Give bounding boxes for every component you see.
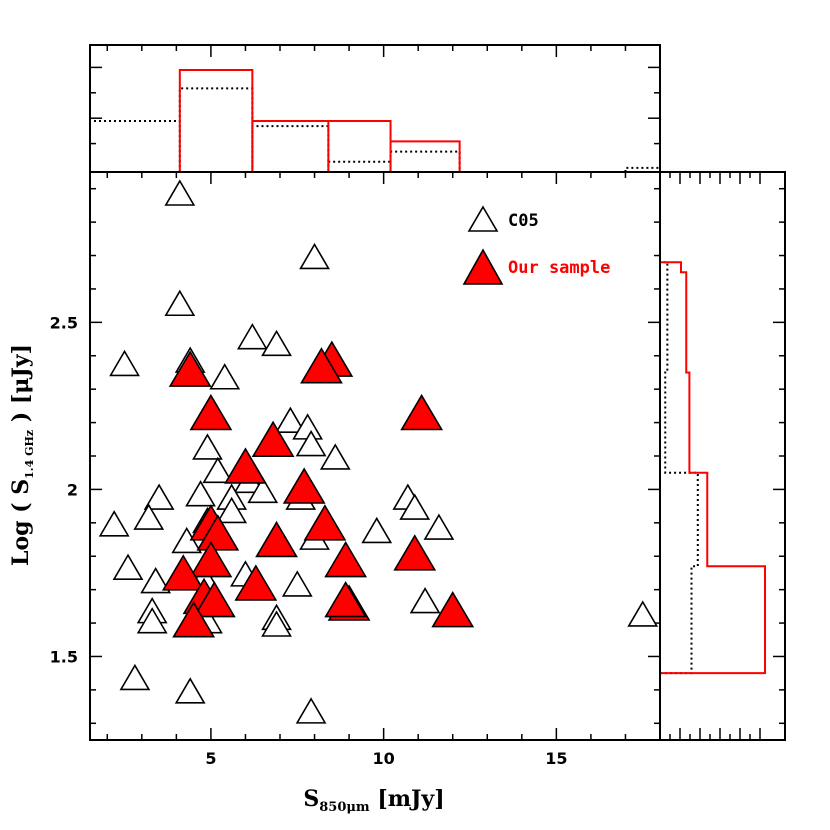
our-sample-point — [189, 393, 233, 431]
c05-point — [140, 566, 172, 594]
c05-point — [164, 289, 196, 317]
x-tick-label: 5 — [205, 749, 216, 768]
right-histogram-panel — [660, 171, 786, 741]
y-tick-label: 2.5 — [50, 313, 78, 332]
c05-point — [98, 510, 130, 537]
c05-point — [185, 480, 216, 507]
c05-point — [202, 456, 234, 484]
our-sample-point — [431, 591, 475, 628]
c05-point — [192, 433, 223, 460]
our-sample-point — [393, 534, 437, 571]
c05-point — [261, 329, 292, 357]
c05-point — [164, 179, 196, 206]
c05-point — [423, 513, 455, 540]
x-axis-label: S850μm [mJy] — [303, 786, 444, 815]
our-sample-point — [324, 540, 368, 578]
y-axis-label-pre: Log ( S — [8, 479, 34, 566]
right-histogram-frame — [660, 171, 786, 741]
top-histogram-frame — [89, 44, 661, 172]
c05-point — [399, 493, 431, 520]
c05-point — [627, 600, 659, 627]
right-histogram-c05 — [660, 261, 699, 675]
our-sample-point — [255, 520, 298, 558]
c05-point — [361, 516, 393, 544]
our-sample-point — [400, 393, 444, 431]
our-sample-point — [282, 467, 326, 504]
c05-point — [281, 570, 313, 597]
c05-point — [295, 697, 327, 724]
c05-point — [133, 503, 165, 530]
c05-point — [409, 587, 441, 614]
c05-point — [209, 363, 241, 390]
our-sample-point — [168, 350, 212, 387]
y-axis-label-post: ) [μJy] — [8, 344, 34, 430]
our-sample-point — [303, 504, 347, 541]
our-sample-point — [161, 554, 205, 591]
c05-point — [174, 677, 206, 704]
c05-point — [143, 483, 175, 510]
y-tick-label: 2 — [67, 480, 78, 499]
c05-point — [274, 406, 306, 433]
our-sample-point — [189, 540, 233, 578]
legend-marker-c05 — [467, 205, 499, 232]
c05-point — [112, 553, 144, 580]
c05-point — [109, 349, 140, 377]
y-axis-label-sub: 1.4 GHz — [23, 430, 36, 479]
y-axis-label: Log ( S1.4 GHz ) [μJy] — [8, 344, 36, 566]
x-axis-label-sub: 850μm — [319, 800, 370, 815]
legend-marker-our-sample — [462, 248, 504, 285]
top-histogram-c05 — [89, 87, 661, 172]
c05-point — [119, 663, 151, 691]
c05-point — [295, 429, 327, 457]
y-tick-label: 1.5 — [50, 647, 78, 666]
our-sample-point — [324, 581, 368, 618]
top-histogram-panel — [89, 44, 661, 172]
x-axis-label-main: S — [303, 786, 319, 812]
axis-labels: S850μm [mJy] Log ( S1.4 GHz ) [μJy] — [8, 344, 445, 815]
c05-point — [216, 496, 248, 524]
our-sample-point — [196, 514, 240, 551]
c05-point — [247, 476, 279, 504]
x-axis-label-unit: [mJy] — [370, 786, 445, 812]
legend-label-our-sample: Our sample — [508, 258, 610, 278]
our-sample-point — [172, 601, 216, 638]
our-sample-point — [251, 420, 295, 458]
legend: C05 Our sample — [462, 205, 610, 285]
our-sample-point — [234, 564, 278, 601]
c05-point — [299, 242, 330, 270]
main-scatter-panel: 5 10 15 1.5 2 2.5 — [50, 171, 661, 768]
c05-point — [136, 607, 168, 634]
our-sample-point — [300, 347, 343, 384]
right-histogram-our-sample — [660, 261, 766, 675]
x-tick-label: 15 — [545, 749, 567, 768]
c05-point — [236, 323, 268, 350]
our-sample-point — [224, 447, 267, 484]
c05-point — [319, 443, 351, 470]
c05-point — [261, 610, 292, 637]
x-tick-label: 10 — [373, 749, 395, 768]
legend-label-c05: C05 — [508, 211, 539, 231]
our-sample-point — [192, 581, 236, 618]
top-histogram-our-sample — [178, 69, 461, 172]
